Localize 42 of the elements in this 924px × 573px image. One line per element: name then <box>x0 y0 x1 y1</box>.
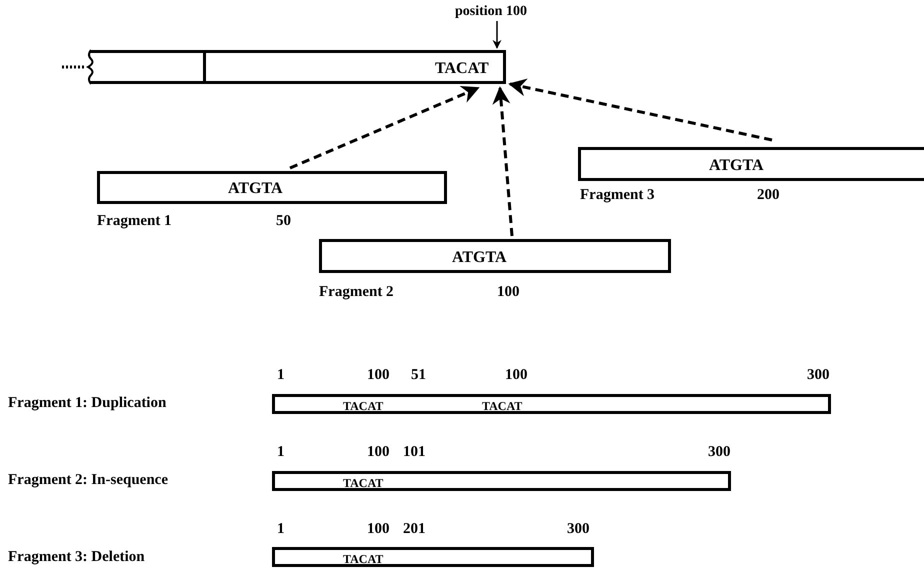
position-number: 100 <box>497 285 520 300</box>
position-number: 100 <box>367 522 390 537</box>
position-number: 101 <box>403 445 426 460</box>
fragment-label: Fragment 1 <box>97 214 172 229</box>
sequence-text: TACAT <box>435 61 489 77</box>
dashed-arrow <box>289 86 480 170</box>
row-label: Fragment 1: Duplication <box>8 396 166 411</box>
dashed-arrow <box>492 86 514 236</box>
fragment-bar <box>578 147 924 181</box>
reference-sequence-bar <box>90 50 506 84</box>
sequence-text: TACAT <box>343 400 384 412</box>
position-number: 300 <box>567 522 590 537</box>
sequence-text: TACAT <box>482 400 522 412</box>
position-number: 50 <box>276 214 291 229</box>
sequence-text: ATGTA <box>228 181 283 197</box>
sequence-text: TACAT <box>343 553 384 565</box>
position-number: 200 <box>757 188 780 203</box>
position-number: 51 <box>411 368 426 383</box>
sequence-text: TACAT <box>343 477 384 489</box>
fragment-bar <box>97 171 447 204</box>
position-number: 300 <box>708 445 730 460</box>
position-number: 100 <box>505 368 528 383</box>
fragment-bar <box>319 239 671 273</box>
position-number: 100 <box>367 445 390 460</box>
position-label: position 100 <box>455 5 527 19</box>
position-number: 201 <box>403 522 426 537</box>
assembled-sequence-bar <box>272 471 731 491</box>
row-label: Fragment 2: In-sequence <box>8 473 168 488</box>
fragment-label: Fragment 3 <box>580 188 655 203</box>
position-number: 300 <box>807 368 830 383</box>
dashed-arrow <box>508 78 772 142</box>
position-number: 100 <box>367 368 390 383</box>
assembled-sequence-bar <box>272 547 594 567</box>
sequence-text: ATGTA <box>709 158 764 174</box>
pointer-arrow <box>492 21 502 49</box>
row-label: Fragment 3: Deletion <box>8 550 145 565</box>
sequence-text: ATGTA <box>452 250 507 266</box>
fragment-label: 1 <box>277 368 284 383</box>
fragment-label: Fragment 2 <box>319 285 394 300</box>
fragment-label: 1 <box>277 445 284 460</box>
assembled-sequence-bar <box>272 394 831 414</box>
fragment-label: 1 <box>277 522 284 537</box>
